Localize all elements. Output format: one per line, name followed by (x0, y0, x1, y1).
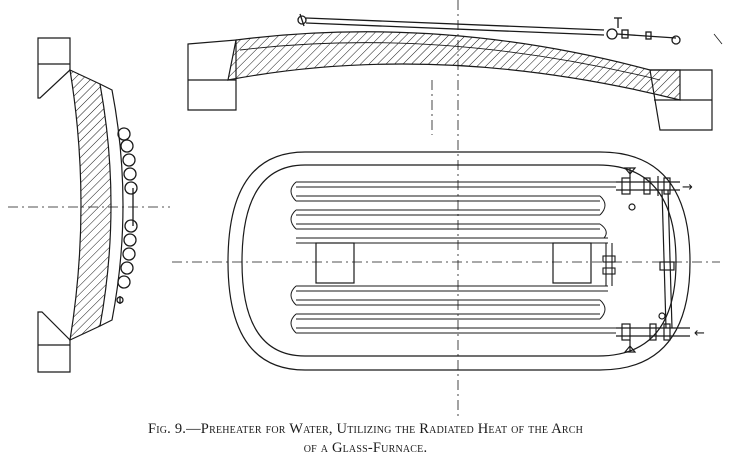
arch-section-hatched (69, 68, 112, 342)
riser-pipe (602, 243, 616, 286)
port-right (552, 242, 592, 284)
port-left (315, 242, 355, 284)
figure-caption: Fig. 9.—Preheater for Water, Utilizing t… (0, 420, 731, 458)
end-section-view (8, 37, 170, 373)
furnace-outline-outer (227, 151, 691, 371)
caption-line-1: Fig. 9.—Preheater for Water, Utilizing t… (147, 421, 584, 437)
inlet-manifold (616, 312, 690, 353)
arch-longitudinal-hatched (227, 31, 681, 101)
upper-tube-bank (290, 181, 616, 244)
top-abutment (37, 37, 71, 99)
bottom-abutment (37, 311, 71, 373)
plan-view (172, 151, 720, 371)
inlet-flow-arrow: ← (694, 326, 705, 341)
header-pipe (297, 13, 681, 45)
pipe-cross-sections (116, 127, 138, 304)
right-end-block (649, 69, 713, 131)
caption-line-2: of a Glass-Furnace. (303, 440, 428, 456)
outlet-flow-arrow: → (682, 180, 693, 195)
furnace-preheater-drawing: → ← (8, 0, 723, 418)
lower-tube-bank (290, 285, 616, 334)
longitudinal-section-view (187, 0, 723, 418)
left-end-block (187, 39, 237, 111)
furnace-outline-inner (241, 164, 677, 357)
outlet-manifold (616, 167, 680, 329)
